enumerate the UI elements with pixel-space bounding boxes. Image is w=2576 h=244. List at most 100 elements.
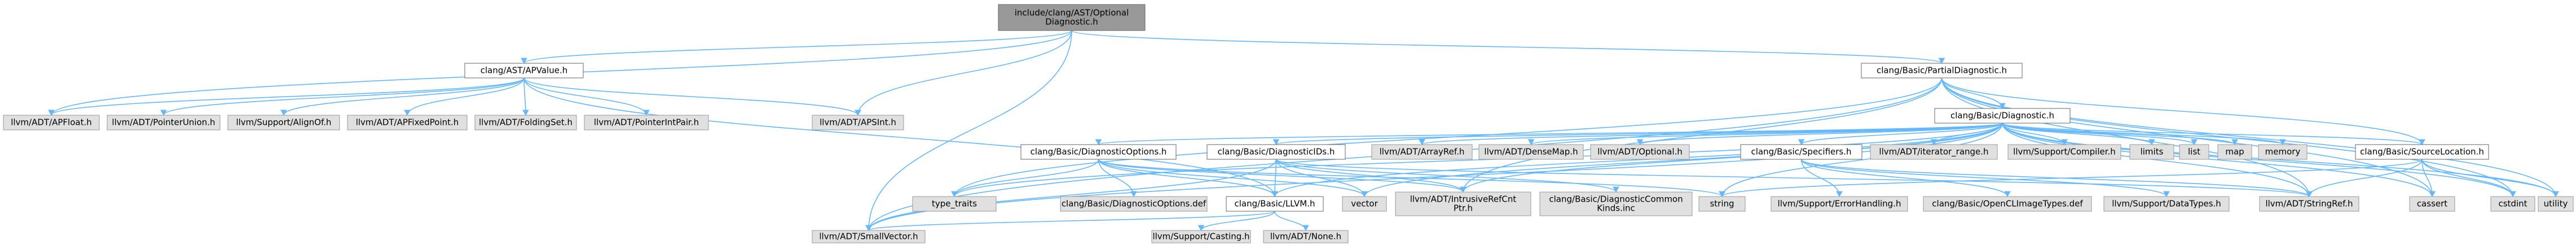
edge-apvalue-to-apsint (523, 77, 858, 116)
node-label-intrusive: llvm/ADT/IntrusiveRefCnt (1410, 194, 1517, 204)
edge-apvalue-to-ptrint (523, 77, 647, 116)
node-datatypes: llvm/Support/DataTypes.h (2103, 196, 2230, 212)
arrowhead-diagids-to-vector (1361, 191, 1368, 198)
arrowhead-diag-to-map (2231, 139, 2238, 146)
node-apfixed: llvm/ADT/APFixedPoint.h (347, 115, 468, 130)
node-label-utility: utility (2544, 199, 2568, 209)
node-label-openclimg: clang/Basic/OpenCLImageTypes.def (1932, 199, 2083, 209)
node-box-compiler (2007, 144, 2121, 160)
node-box-ptrint (584, 115, 709, 130)
node-map: map (2217, 144, 2252, 160)
node-label-optional: llvm/ADT/Optional.h (1597, 147, 1683, 157)
node-label-apvalue: clang/AST/APValue.h (481, 66, 567, 76)
node-label-stringref: llvm/ADT/StringRef.h (2265, 199, 2353, 209)
edge-root-to-smallvec (868, 30, 1072, 231)
node-label-apfixed: llvm/ADT/APFixedPoint.h (356, 117, 459, 128)
node-box-smallvec (812, 230, 926, 243)
node-label-foldset: llvm/ADT/FoldingSet.h (479, 117, 573, 128)
node-box-cassert (2409, 196, 2455, 212)
edge-diagopts-to-string (1098, 159, 1723, 197)
edge-diagids-to-llvmh (1274, 159, 1277, 197)
arrowhead-diagids-to-diagcommon (1613, 186, 1619, 193)
arrowhead-diagopts-to-diagoptsdef (1130, 191, 1137, 198)
arrowhead-root-to-pdiag (1938, 58, 1945, 64)
edge-specifiers-to-openclimg (1800, 159, 2008, 197)
arrowhead-root-to-apvalue (521, 58, 527, 64)
arrowhead-apvalue-to-apfixed (404, 110, 411, 116)
node-vector: vector (1342, 196, 1387, 212)
arrowhead-diag-to-memory (2279, 139, 2286, 146)
node-box-arrayref (1371, 144, 1473, 160)
edge-diagopts-to-vector (1098, 159, 1365, 197)
node-box-datatypes (2103, 196, 2230, 212)
arrowhead-apvalue-to-foldset (522, 110, 529, 116)
node-label-smallvec: llvm/ADT/SmallVector.h (819, 232, 918, 242)
node-box-ptrunion (107, 115, 221, 130)
node-label-pdiag: clang/Basic/PartialDiagnostic.h (1877, 66, 2007, 76)
node-box-densemap (1478, 144, 1584, 160)
node-box-iterrange (1870, 144, 1998, 160)
edge-apvalue-to-apfixed (407, 77, 525, 116)
node-box-typetraits (912, 196, 997, 212)
node-label-errhandling: llvm/Support/ErrorHandling.h (1778, 199, 1901, 209)
edge-apvalue-to-llvmh (523, 77, 1275, 197)
node-box-map (2217, 144, 2252, 160)
node-casting: llvm/Support/Casting.h (1151, 230, 1251, 243)
arrowhead-diag-to-diagopts (1095, 139, 1102, 146)
node-arrayref: llvm/ADT/ArrayRef.h (1371, 144, 1473, 160)
node-typetraits: type_traits (912, 196, 997, 212)
edge-llvmh-to-smallvec (868, 211, 1275, 231)
node-label-compiler: llvm/Support/Compiler.h (2013, 147, 2116, 157)
node-label-apsint: llvm/ADT/APSInt.h (820, 117, 896, 128)
node-cassert: cassert (2409, 196, 2455, 212)
node-label-memory: memory (2265, 147, 2301, 157)
node-apfloat: llvm/ADT/APFloat.h (3, 115, 100, 130)
edge-llvmh-to-none (1274, 211, 1306, 231)
edge-pdiag-to-stringref (1941, 77, 2310, 197)
node-diag[interactable]: clang/Basic/Diagnostic.h (1934, 108, 2071, 124)
edge-srcloc-to-cstdint (2421, 159, 2513, 197)
node-box-apfixed (347, 115, 468, 130)
node-ptrunion: llvm/ADT/PointerUnion.h (107, 115, 221, 130)
node-label-list: list (2188, 147, 2200, 157)
node-box-list (2179, 144, 2209, 160)
node-llvmh[interactable]: clang/Basic/LLVM.h (1226, 196, 1324, 212)
node-box-intrusive (1395, 191, 1531, 216)
node-diagopts[interactable]: clang/Basic/DiagnosticOptions.h (1020, 144, 1177, 160)
edge-apvalue-to-apfloat (51, 77, 525, 116)
node-diagids[interactable]: clang/Basic/DiagnosticIDs.h (1206, 144, 1346, 160)
arrowhead-specifiers-to-datatypes (2163, 191, 2170, 198)
node-pdiag[interactable]: clang/Basic/PartialDiagnostic.h (1861, 63, 2023, 79)
node-box-string (1698, 196, 1746, 212)
node-apvalue[interactable]: clang/AST/APValue.h (464, 63, 584, 79)
arrowhead-diag-to-optional (1636, 139, 1644, 146)
node-srcloc[interactable]: clang/Basic/SourceLocation.h (2355, 144, 2489, 160)
edge-diagids-to-intrusive (1275, 159, 1464, 193)
arrowhead-llvmh-to-casting (1197, 225, 1205, 232)
node-box-srcloc (2355, 144, 2489, 160)
edge-diag-to-cassert (2002, 123, 2433, 197)
node-label-diagopts: clang/Basic/DiagnosticOptions.h (1031, 147, 1167, 157)
edge-diag-to-srcloc (2002, 123, 2423, 145)
edge-diagids-to-diagcommon (1275, 159, 1617, 193)
edge-diag-to-stringref (2002, 123, 2310, 197)
node-cstdint: cstdint (2490, 196, 2535, 212)
node-specifiers[interactable]: clang/Basic/Specifiers.h (1740, 144, 1862, 160)
node-none: llvm/ADT/None.h (1263, 230, 1349, 243)
arrowhead-specifiers-to-errhandling (1836, 191, 1843, 198)
node-box-errhandling (1771, 196, 1908, 212)
edge-diag-to-typetraits (954, 123, 2003, 197)
node-box-cstdint (2490, 196, 2535, 212)
node-box-utility (2538, 196, 2574, 212)
edge-diagopts-to-diagoptsdef (1098, 159, 1134, 197)
edge-diag-to-memory (2002, 123, 2283, 145)
node-label-densemap: llvm/ADT/DenseMap.h (1484, 147, 1578, 157)
node-limits: limits (2129, 144, 2174, 160)
edge-diag-to-utility (2002, 123, 2556, 197)
arrowhead-diag-to-list (2191, 139, 2198, 146)
node-box-none (1263, 230, 1349, 243)
edge-srcloc-to-stringref (2309, 159, 2423, 197)
arrowhead-srcloc-to-utility (2552, 191, 2559, 198)
